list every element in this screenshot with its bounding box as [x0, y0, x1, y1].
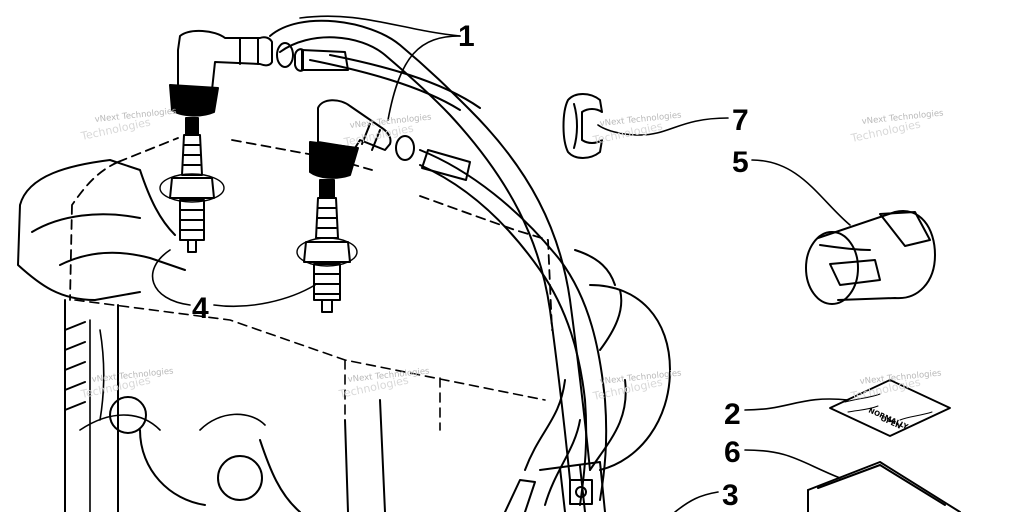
leader-5	[751, 159, 851, 226]
lead-loop-right	[589, 289, 627, 471]
spark-plug-right	[296, 179, 358, 313]
engine-fins	[79, 319, 266, 513]
engine-head-top-face	[31, 213, 186, 271]
callout-4: 4	[192, 292, 209, 325]
callout-1: 1	[458, 20, 475, 53]
lead-lower-outer	[419, 149, 608, 501]
callout-2: 2	[724, 398, 741, 431]
leader-1b	[299, 15, 461, 37]
leader-4a	[151, 249, 191, 306]
spark-plug-cap-left	[169, 30, 294, 117]
leader-2	[744, 398, 849, 411]
rubber-sleeve	[805, 210, 936, 305]
engine-block	[17, 137, 671, 513]
wire-clip	[562, 93, 603, 159]
callout-7: 7	[732, 104, 749, 137]
lead-upper-inner	[279, 36, 571, 481]
spark-plug-left	[159, 117, 225, 253]
leader-3	[674, 491, 719, 513]
watermarks: vNext Technologies Technologies vNext Te…	[79, 106, 945, 403]
lead-bundle-lower	[524, 379, 581, 506]
leader-6	[744, 449, 841, 479]
harness-connector	[504, 461, 606, 513]
callout-labels: 1 2 3 4 5 6 7	[192, 20, 749, 512]
wire-sleeve-1	[294, 48, 349, 72]
callout-3: 3	[722, 479, 739, 512]
lead-third	[309, 54, 481, 111]
engine-cylinder-left	[64, 299, 119, 513]
engine-head-face	[74, 299, 546, 431]
leader-4b	[213, 284, 316, 308]
leader-lines	[151, 15, 851, 513]
callout-5: 5	[732, 146, 749, 179]
lead-upper-outer	[269, 19, 591, 471]
spark-plug-cap-right	[309, 99, 415, 179]
engine-head-outline	[17, 159, 176, 301]
leader-1a	[387, 35, 461, 121]
lead-lower-inner	[419, 164, 588, 506]
engine-port-center	[217, 455, 263, 501]
engine-right-lobe	[574, 249, 671, 471]
engine-crankcase	[139, 399, 386, 513]
leader-7	[597, 117, 729, 136]
ignition-module-box	[807, 461, 961, 513]
engine-port-left	[109, 396, 147, 434]
callout-6: 6	[724, 436, 741, 469]
wire-sleeve-2	[421, 149, 471, 181]
ignition-wire-harness	[269, 19, 627, 506]
